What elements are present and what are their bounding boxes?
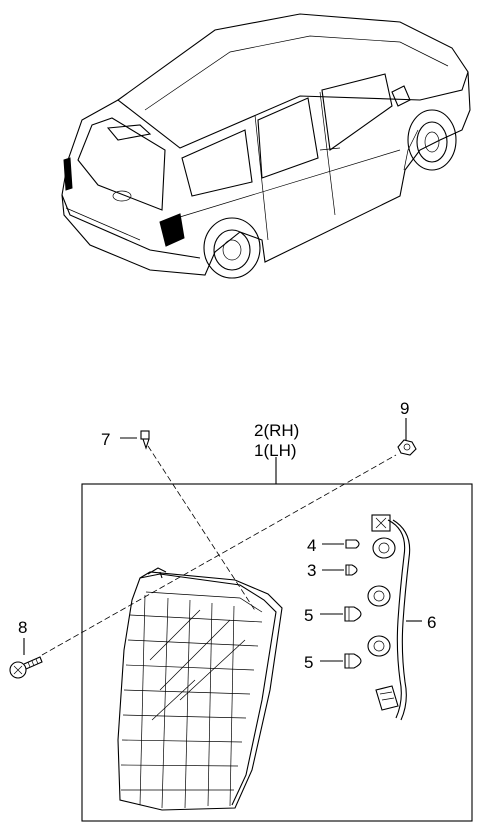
install-line-screw-8 [41,454,397,656]
screw-icon [120,430,150,450]
install-line-screw-7 [147,445,257,613]
callout-part-5-upper: 5 [304,606,313,625]
wiring-harness-icon [367,514,422,721]
bulb-icon-3 [322,564,358,576]
callout-part-6: 6 [427,613,436,632]
bulb-icon-4 [322,539,360,549]
clip-icon [397,418,417,456]
callout-part-4: 4 [307,536,316,555]
bulb-icon-5b [320,653,362,669]
callout-part-3: 3 [307,561,316,580]
callout-part-8: 8 [18,618,27,637]
screw-icon [9,638,43,679]
callout-part-1-lh: 1(LH) [254,441,297,460]
callout-part-2-rh: 2(RH) [254,421,299,440]
lamp-lens-icon [117,567,283,811]
callout-part-5-lower: 5 [304,653,313,672]
callout-part-7: 7 [101,430,110,449]
bulb-icon-5a [320,606,362,622]
callout-part-9: 9 [400,399,409,418]
assembly-frame [81,483,473,822]
vehicle-illustration [61,13,471,279]
